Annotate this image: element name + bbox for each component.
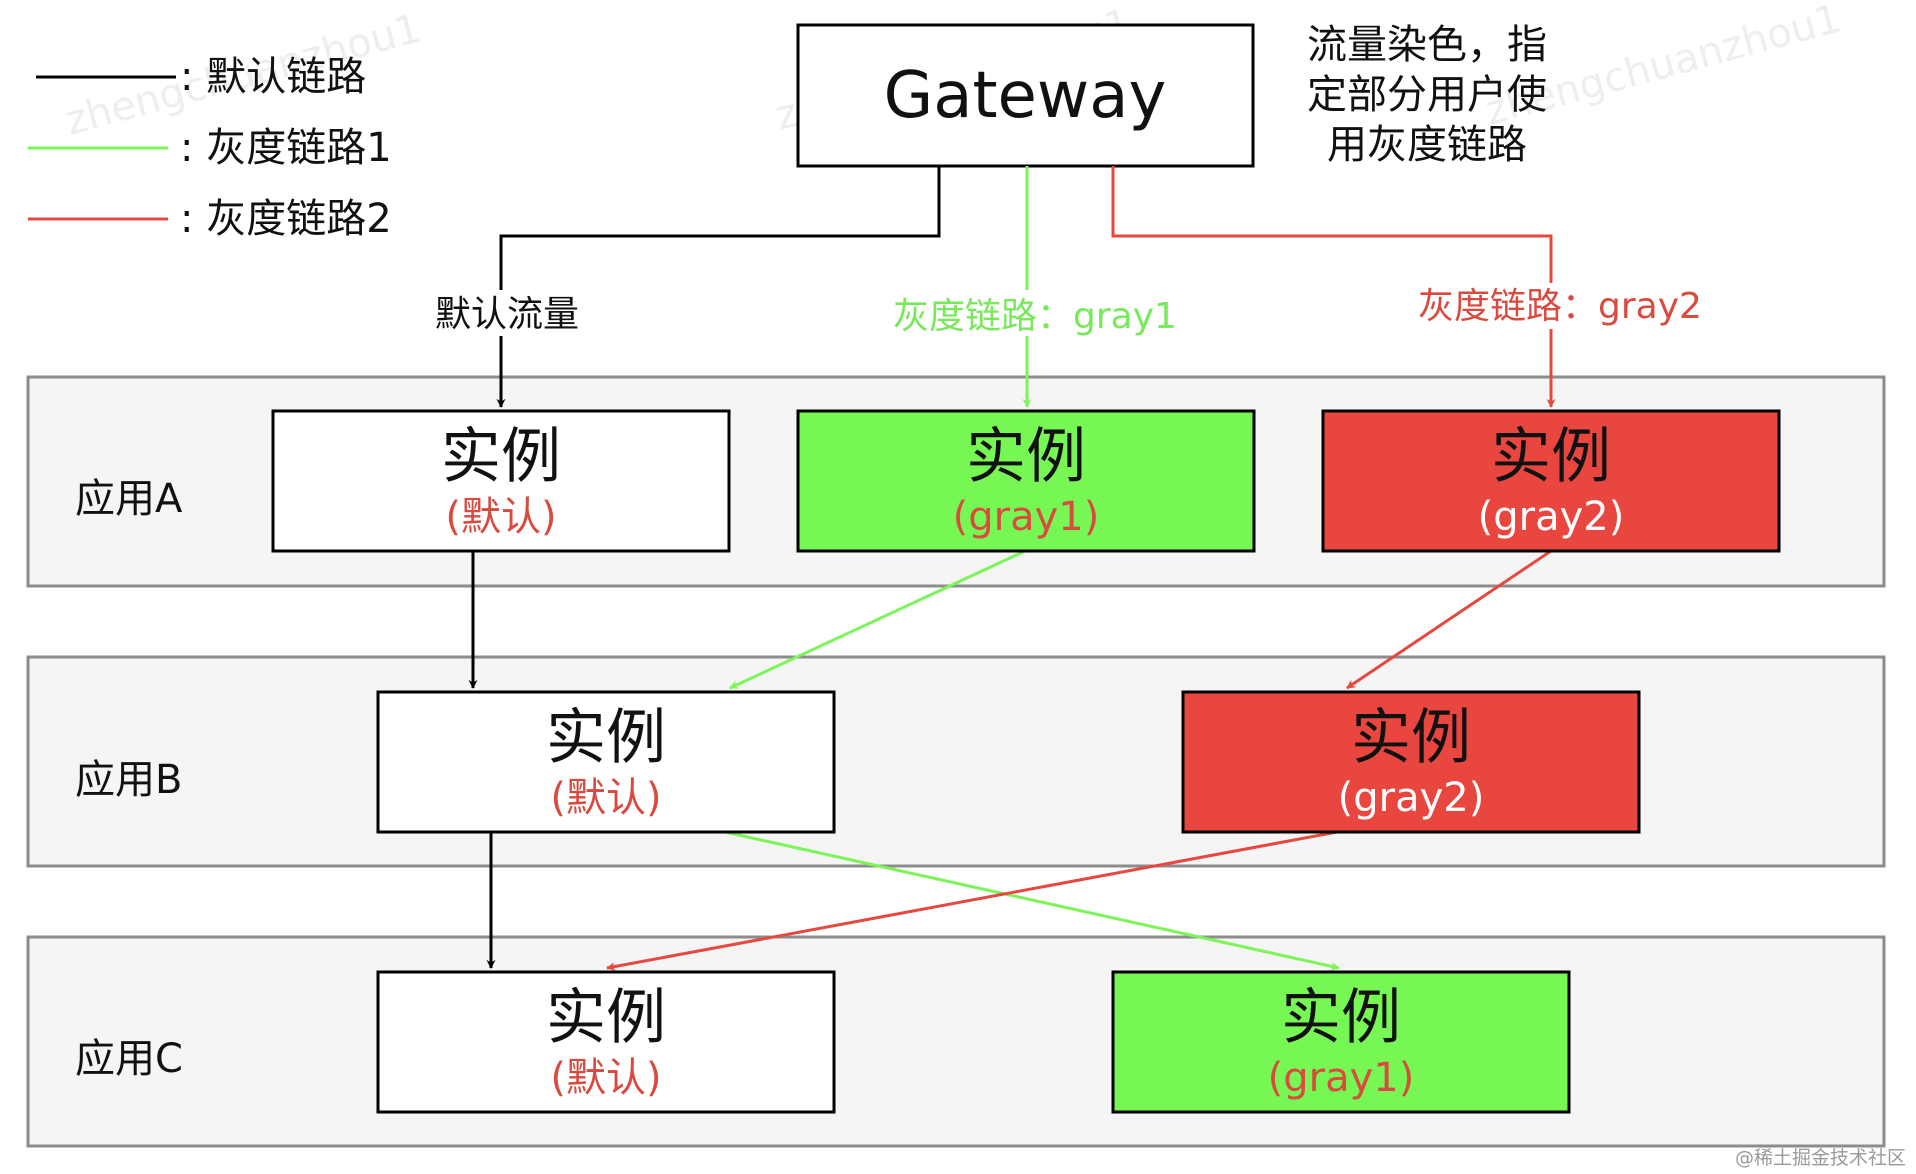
instance-tag: (gray2) (1478, 494, 1625, 540)
instance-a-gray2: 实例 (gray2) (1321, 409, 1781, 553)
instance-tag: (默认) (550, 1055, 661, 1101)
instance-tag: (gray1) (953, 494, 1100, 540)
instance-b-gray2: 实例 (gray2) (1181, 690, 1641, 834)
instance-a-gray1: 实例 (gray1) (796, 409, 1256, 553)
edges-inter-app (468, 549, 1552, 971)
edge-label-bg (890, 290, 1180, 336)
edge-label-default: 默认流量 (435, 294, 579, 335)
gateway-note-line: 定部分用户使 (1307, 72, 1547, 118)
gateway-note-line: 流量染色，指 (1307, 22, 1547, 68)
legend: : 默认链路 : 灰度链路1 : 灰度链路2 (28, 54, 392, 242)
gateway-title: Gateway (884, 59, 1167, 133)
gateway-note: 流量染色，指 定部分用户使 用灰度链路 (1307, 22, 1547, 168)
edge-label-gray1: 灰度链路：gray1 (893, 296, 1177, 337)
edge-label-gray2: 灰度链路：gray2 (1418, 286, 1702, 327)
instance-c-default: 实例 (默认) (376, 970, 836, 1114)
app-band-c: 应用C (26, 935, 1886, 1148)
legend-default-label: : 默认链路 (180, 54, 366, 100)
gateway-box (796, 23, 1255, 168)
instance-tag: (默认) (445, 494, 556, 540)
legend-gray1-label: : 灰度链路1 (180, 125, 392, 171)
watermark-credit: @稀土掘金技术社区 (1735, 1147, 1906, 1169)
app-label: 应用C (75, 1036, 183, 1082)
edge-gray1-a-b (729, 549, 1026, 690)
instance-title: 实例 (1491, 422, 1611, 492)
app-label: 应用B (75, 757, 182, 803)
edges-gateway (496, 166, 1556, 408)
edge-gray1-b-c (724, 830, 1340, 971)
legend-gray2-label: : 灰度链路2 (180, 196, 392, 242)
instance-c-gray1: 实例 (gray1) (1111, 970, 1571, 1114)
instance-title: 实例 (546, 703, 666, 773)
instance-title: 实例 (1351, 703, 1471, 773)
edge-label-bg (1412, 283, 1708, 329)
gateway-node: Gateway (796, 23, 1255, 168)
edge-gray2-a-b (1346, 549, 1552, 690)
edge-gray2-b-c (606, 830, 1338, 971)
instance-title: 实例 (441, 422, 561, 492)
instance-title: 实例 (546, 983, 666, 1053)
instance-tag: (默认) (550, 775, 661, 821)
gateway-note-line: 用灰度链路 (1327, 122, 1527, 168)
instance-tag: (gray1) (1268, 1055, 1415, 1101)
instance-tag: (gray2) (1338, 775, 1485, 821)
edge-default-gateway-a (496, 166, 941, 408)
edge-label-bg (426, 290, 588, 336)
instance-a-default: 实例 (默认) (271, 409, 731, 553)
instance-b-default: 实例 (默认) (376, 690, 836, 834)
instance-title: 实例 (1281, 983, 1401, 1053)
app-label: 应用A (75, 476, 183, 522)
instance-title: 实例 (966, 422, 1086, 492)
